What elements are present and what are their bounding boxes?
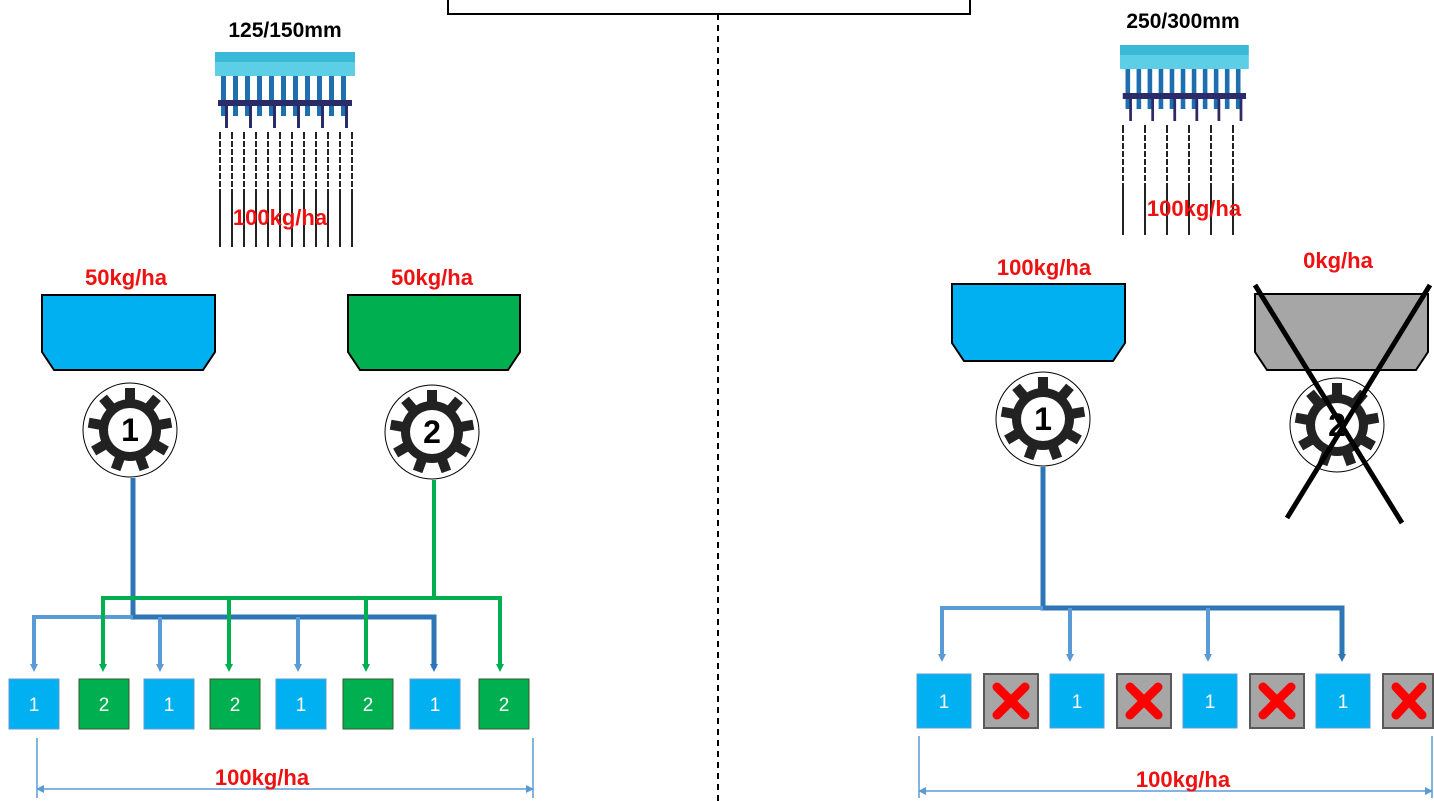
outlet: 2 (342, 678, 394, 730)
left-row-spacing: 125/150mm (228, 19, 341, 42)
outlet: 2 (209, 678, 261, 730)
right-blue-flow (938, 467, 1346, 662)
left-blue-flow (30, 478, 438, 672)
outlet-label: 2 (499, 695, 510, 716)
left-total-rate-top: 100kg/ha (233, 205, 328, 230)
outlet-label: 1 (296, 695, 307, 716)
hopper-1-blue (951, 283, 1126, 362)
title-box-edge (447, 0, 971, 15)
outlet: 2 (78, 678, 130, 730)
outlet: 1 (1182, 673, 1238, 729)
metering-gear-icon: 2 (1289, 377, 1385, 473)
outlet: 1 (916, 673, 972, 729)
outlet-label: 1 (430, 695, 441, 716)
left-green-flow (99, 480, 504, 672)
metering-gear-icon: 2 (384, 384, 480, 480)
outlet-label: 1 (29, 695, 40, 716)
outlet: 1 (409, 678, 461, 730)
left-panel: 125/150mm 100kg/ha 50kg/ha 50kg/ha (8, 19, 534, 798)
outlet-label: 2 (363, 695, 374, 716)
right-outlets: 1 1 1 1 (916, 673, 1434, 729)
cross-out-icon (1252, 283, 1433, 525)
right-total-rate-top: 100kg/ha (1147, 196, 1242, 221)
meter-1-number: 1 (1034, 401, 1052, 437)
outlet-label: 1 (1205, 692, 1216, 713)
outlet-label: 1 (1072, 692, 1083, 713)
left-total-rate-bottom: 100kg/ha (215, 765, 310, 790)
blocked-outlet-icon (1116, 673, 1172, 729)
outlet: 1 (275, 678, 327, 730)
seed-drill-icon (1120, 45, 1249, 235)
right-hopper-1-rate: 100kg/ha (997, 255, 1092, 280)
outlet-label: 1 (164, 695, 175, 716)
blocked-outlet-icon (1382, 673, 1434, 729)
left-hopper-1-rate: 50kg/ha (85, 265, 168, 290)
right-panel: 250/300mm 100kg/ha 100kg/ha 0kg/ha 1 (916, 10, 1434, 798)
meter-1-number: 1 (121, 412, 139, 448)
outlet-label: 1 (939, 692, 950, 713)
right-row-spacing: 250/300mm (1126, 10, 1239, 33)
metering-gear-icon: 1 (82, 382, 178, 478)
outlet: 2 (478, 678, 530, 730)
outlet-label: 2 (230, 695, 241, 716)
hopper-2-green (347, 294, 521, 371)
left-outlets: 1 2 1 2 1 2 1 2 (8, 678, 530, 730)
outlet: 1 (1049, 673, 1105, 729)
outlet: 1 (143, 678, 195, 730)
outlet-label: 2 (99, 695, 110, 716)
outlet: 1 (8, 678, 60, 730)
outlet-label: 1 (1338, 692, 1349, 713)
blocked-outlet-icon (983, 673, 1039, 729)
hopper-1-blue (41, 294, 216, 371)
right-total-rate-bottom: 100kg/ha (1136, 767, 1231, 792)
outlet: 1 (1315, 673, 1371, 729)
right-hopper-2-rate: 0kg/ha (1303, 248, 1373, 273)
left-hopper-2-rate: 50kg/ha (391, 265, 474, 290)
metering-gear-icon: 1 (995, 371, 1091, 467)
blocked-outlet-icon (1249, 673, 1305, 729)
seed-drill-icon (215, 52, 355, 247)
meter-2-number: 2 (423, 414, 441, 450)
